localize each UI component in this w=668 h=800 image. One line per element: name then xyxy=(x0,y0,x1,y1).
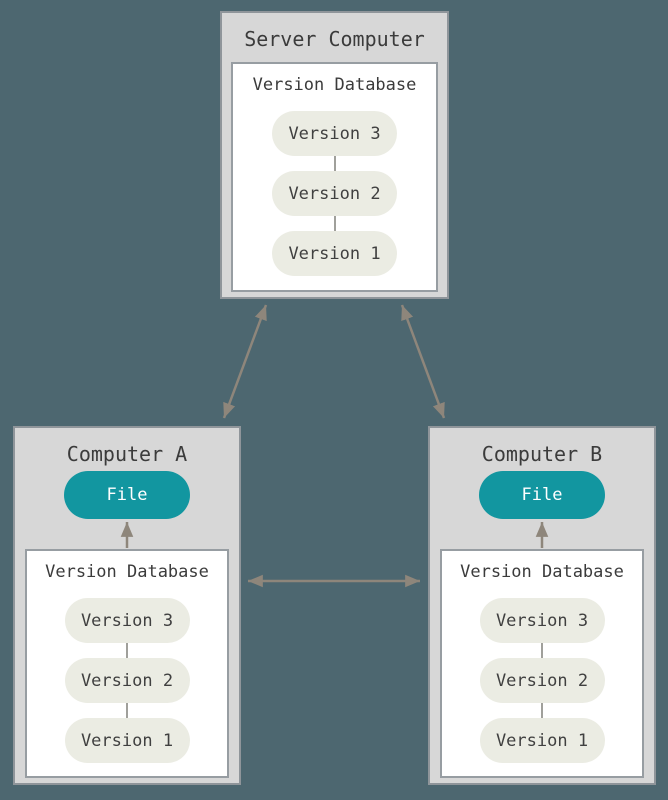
version-connector-line xyxy=(126,703,128,718)
server-computer-title: Server Computer xyxy=(244,27,425,51)
version-connector-line xyxy=(333,156,336,171)
version-pill: Version 3 xyxy=(479,598,605,643)
version-database-label: Version Database xyxy=(45,562,209,582)
version-connector-line xyxy=(541,703,543,718)
file-pill: File xyxy=(64,471,190,519)
version-pill: Version 1 xyxy=(272,231,397,276)
version-pill: Version 1 xyxy=(479,718,605,763)
version-pill: Version 3 xyxy=(272,111,397,156)
version-pill: Version 1 xyxy=(64,718,190,763)
computer-a-title: Computer A xyxy=(66,442,188,466)
arrow-server-to-computer-b xyxy=(400,304,446,419)
server-computer-box: Server Computer Version Database Version… xyxy=(220,11,449,299)
version-stack: Version 3 Version 2 Version 1 xyxy=(272,111,397,276)
version-pill: Version 3 xyxy=(64,598,190,643)
version-stack: Version 3 Version 2 Version 1 xyxy=(64,598,190,763)
version-connector-line xyxy=(126,643,128,658)
version-pill: Version 2 xyxy=(64,658,190,703)
version-stack: Version 3 Version 2 Version 1 xyxy=(479,598,605,763)
computer-a-box: Computer A File Version Database Version… xyxy=(13,426,241,785)
version-pill: Version 2 xyxy=(479,658,605,703)
computer-b-title: Computer B xyxy=(481,442,603,466)
version-pill: Version 2 xyxy=(272,171,397,216)
version-database-label: Version Database xyxy=(460,562,624,582)
computer-a-version-database-box: Version Database Version 3 Version 2 Ver… xyxy=(25,549,229,778)
file-pill: File xyxy=(479,471,605,519)
version-database-label: Version Database xyxy=(252,75,417,95)
server-version-database-box: Version Database Version 3 Version 2 Ver… xyxy=(231,62,438,292)
version-connector-line xyxy=(333,216,336,231)
computer-b-version-database-box: Version Database Version 3 Version 2 Ver… xyxy=(440,549,644,778)
computer-b-box: Computer B File Version Database Version… xyxy=(428,426,656,785)
arrow-server-to-computer-a xyxy=(222,304,268,419)
version-connector-line xyxy=(541,643,543,658)
